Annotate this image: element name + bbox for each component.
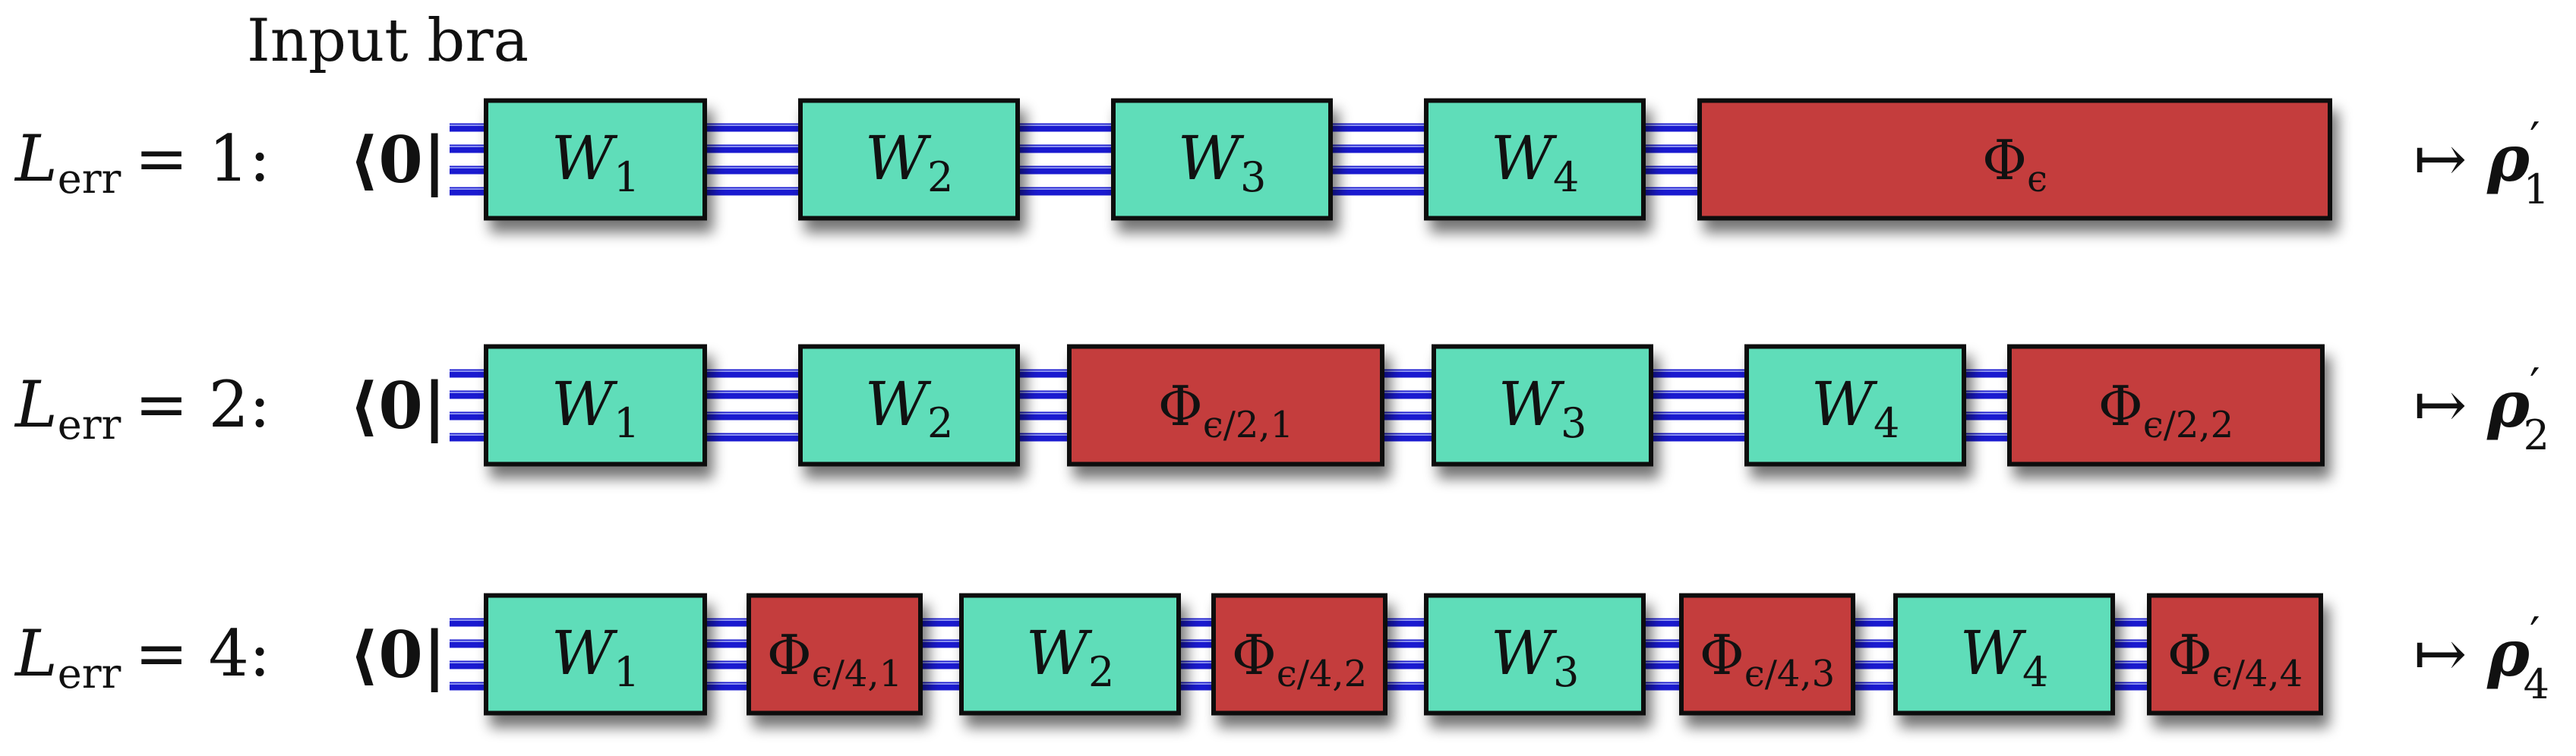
- unitary-gate-w-1: W1: [484, 593, 707, 716]
- output-state: ↦ ρ′1: [2413, 113, 2549, 213]
- error-channel-4-2: Φϵ/4,2: [1211, 593, 1387, 716]
- row-3: Lerr= 4: ⟨0| W1 Φϵ/4,1 W2 Φϵ/4,2 W3 Φϵ/4,3 W4 Φϵ/…: [14, 593, 2549, 716]
- gate-label: Φϵ/2,1: [1158, 374, 1293, 446]
- error-box: [1697, 98, 2332, 221]
- error-channel-4-4: Φϵ/4,4: [2147, 593, 2323, 716]
- unitary-gate-w-4: W4: [1424, 98, 1646, 221]
- row-label: Lerr= 2:: [14, 367, 270, 449]
- unitary-gate-w-3: W3: [1111, 98, 1333, 221]
- input-bra-header: Input bra: [247, 7, 529, 75]
- unitary-gate-w-1: W1: [484, 344, 707, 467]
- unitary-gate-w-2: W2: [959, 593, 1181, 716]
- gate-label: W1: [551, 618, 640, 696]
- error-channel-4-3: Φϵ/4,3: [1679, 593, 1855, 716]
- row-1: Lerr= 1: ⟨0| W1 W2 W3 W4 Φϵ ↦ ρ′1: [14, 98, 2549, 221]
- gate-box: [484, 344, 707, 467]
- unitary-gate-w-2: W2: [798, 344, 1020, 467]
- output-state: ↦ ρ′4: [2413, 608, 2549, 708]
- output-state: ↦ ρ′2: [2413, 359, 2549, 459]
- gate-label: W2: [865, 123, 954, 201]
- gate-box: [1744, 344, 1966, 467]
- gate-box: [1424, 98, 1646, 221]
- error-box: [1211, 593, 1387, 716]
- gate-label: W3: [1178, 123, 1267, 201]
- error-box: [1679, 593, 1855, 716]
- gate-label: W1: [551, 369, 640, 447]
- row-label: Lerr= 1:: [14, 121, 270, 203]
- unitary-gate-w-3: W3: [1424, 593, 1646, 716]
- gate-label: W3: [1491, 618, 1580, 696]
- error-box: [2007, 344, 2325, 467]
- gate-label: Φϵ/4,3: [1700, 623, 1835, 695]
- unitary-gate-w-1: W1: [484, 98, 707, 221]
- error-channel-2-1: Φϵ/2,1: [1067, 344, 1384, 467]
- gate-label: Φϵ: [1982, 128, 2047, 200]
- row-2: Lerr= 2: ⟨0| W1 W2 Φϵ/2,1 W3 W4 Φϵ/2,2 ↦ ρ′2: [14, 344, 2549, 467]
- gate-label: Φϵ/4,1: [767, 623, 902, 695]
- gate-label: W4: [1811, 369, 1900, 447]
- unitary-gate-w-4: W4: [1744, 344, 1966, 467]
- gate-label: W1: [551, 123, 640, 201]
- gate-label: Φϵ/4,4: [2167, 623, 2303, 695]
- gate-label: W3: [1498, 369, 1587, 447]
- gate-box: [1432, 344, 1653, 467]
- gate-label: W4: [1491, 123, 1580, 201]
- gate-box: [798, 98, 1020, 221]
- input-bra: ⟨0|: [349, 122, 446, 198]
- error-box: [1067, 344, 1384, 467]
- error-box: [2147, 593, 2323, 716]
- unitary-gate-w-4: W4: [1893, 593, 2115, 716]
- gate-box: [959, 593, 1181, 716]
- gate-label: W2: [1026, 618, 1115, 696]
- unitary-gate-w-3: W3: [1432, 344, 1653, 467]
- gate-label: Φϵ/2,2: [2098, 374, 2233, 446]
- gate-box: [1893, 593, 2115, 716]
- error-box: [747, 593, 923, 716]
- gate-box: [484, 98, 707, 221]
- unitary-gate-w-2: W2: [798, 98, 1020, 221]
- gate-box: [1111, 98, 1333, 221]
- gate-label: Φϵ/4,2: [1232, 623, 1367, 695]
- error-channel-4-1: Φϵ/4,1: [747, 593, 923, 716]
- gate-box: [798, 344, 1020, 467]
- gate-box: [1424, 593, 1646, 716]
- row-label: Lerr= 4:: [14, 616, 270, 698]
- input-bra: ⟨0|: [349, 617, 446, 693]
- gate-label: W2: [865, 369, 954, 447]
- gate-label: W4: [1960, 618, 2049, 696]
- input-bra: ⟨0|: [349, 368, 446, 444]
- error-channel-: Φϵ: [1697, 98, 2332, 221]
- gate-box: [484, 593, 707, 716]
- error-channel-2-2: Φϵ/2,2: [2007, 344, 2325, 467]
